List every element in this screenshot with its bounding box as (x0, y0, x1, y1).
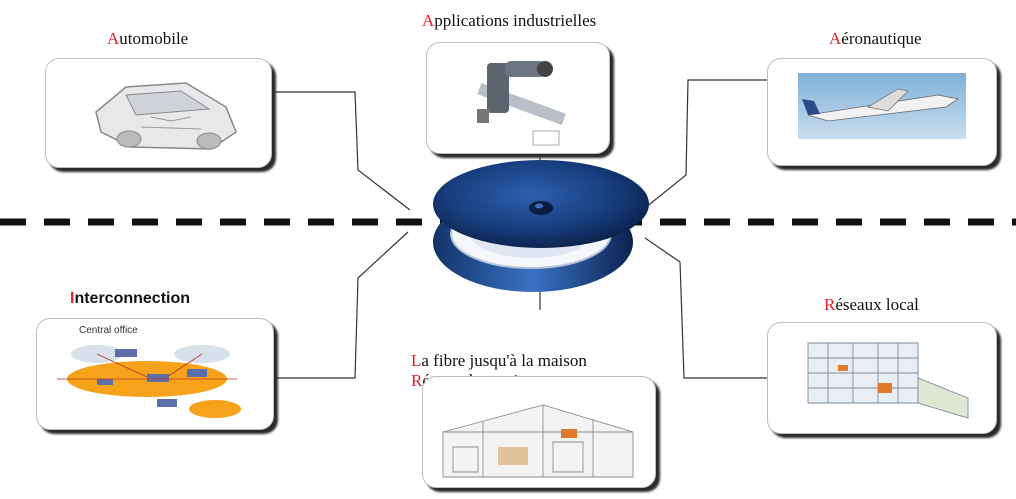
label-interconnection: Interconnection (70, 290, 191, 307)
label-lan: Réseaux local (824, 295, 919, 314)
car-icon (95, 82, 237, 150)
card-industrial (426, 42, 610, 154)
line-lan (644, 237, 770, 379)
card-interconnection: Central office (36, 318, 274, 430)
card-aero (767, 58, 997, 166)
robot-arm-icon (477, 61, 566, 146)
card-automobile (45, 58, 272, 168)
label-industrial: Applications industrielles (422, 11, 597, 30)
house-icon (442, 404, 634, 478)
card-lan (767, 322, 997, 434)
label-home-line1: La fibre jusqu'à la maison (411, 351, 587, 370)
line-aero (639, 79, 768, 213)
label-automobile: Automobile (107, 29, 189, 48)
fiber-optic-spool-icon (433, 160, 649, 292)
network-icon (57, 345, 241, 418)
line-automobile (262, 91, 411, 211)
building-icon (807, 342, 969, 419)
central-office-label: Central office (79, 325, 138, 336)
label-aero: Aéronautique (829, 29, 922, 48)
card-home (422, 376, 656, 488)
line-interconnection (272, 231, 409, 379)
airplane-icon (798, 73, 966, 139)
